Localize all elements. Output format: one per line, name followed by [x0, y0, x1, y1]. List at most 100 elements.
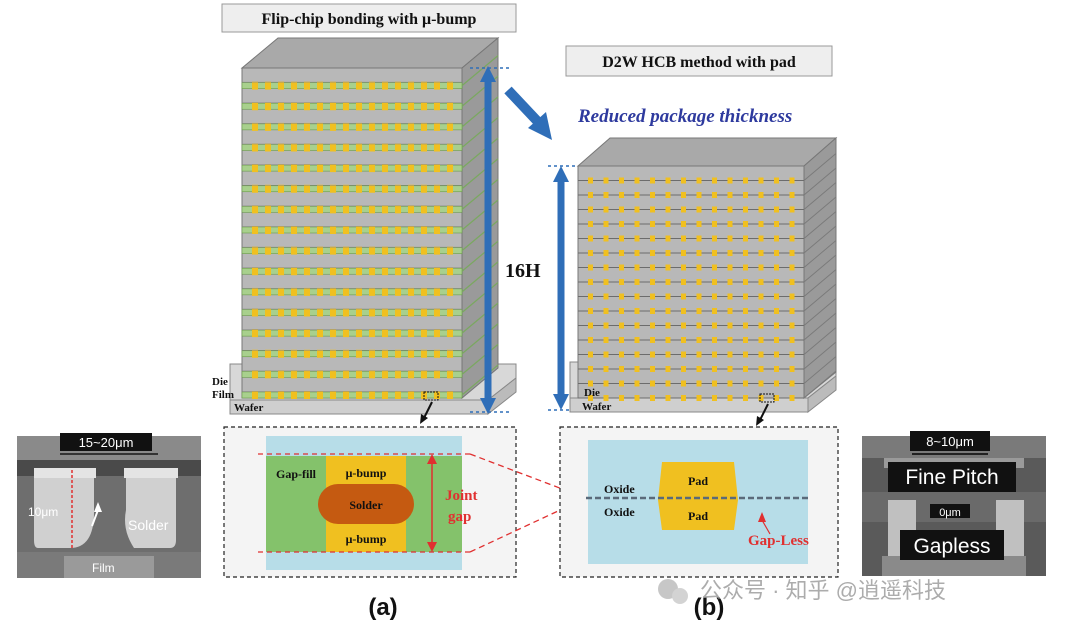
pad — [603, 206, 609, 213]
pad — [588, 351, 593, 358]
stack-left — [229, 36, 517, 416]
pad — [681, 395, 686, 401]
pad — [588, 366, 593, 372]
bump — [421, 246, 427, 255]
pad — [650, 264, 655, 271]
pad — [696, 351, 702, 358]
bump — [330, 164, 336, 173]
pad — [743, 380, 748, 387]
pad — [758, 322, 764, 329]
bump — [343, 226, 349, 234]
bump — [330, 370, 336, 379]
bump — [330, 205, 336, 214]
bump — [304, 370, 310, 379]
pad — [650, 308, 655, 314]
pad — [774, 395, 779, 401]
pad — [665, 322, 671, 329]
bump — [395, 329, 401, 338]
title-box-right: D2W HCB method with pad — [565, 45, 833, 77]
pad — [727, 366, 733, 372]
side-film — [461, 261, 499, 293]
pad — [634, 351, 640, 358]
pad — [696, 337, 702, 343]
bump — [252, 287, 258, 296]
pad — [743, 293, 748, 300]
pad — [619, 322, 624, 329]
pad — [712, 192, 717, 198]
side-film — [461, 282, 499, 313]
pad — [712, 279, 717, 285]
ubump-top-label: μ-bump — [346, 466, 387, 480]
bump — [291, 205, 297, 214]
pad — [789, 279, 795, 285]
pad — [681, 235, 686, 242]
pad — [619, 395, 624, 401]
side-edge — [803, 356, 837, 384]
pad — [712, 337, 717, 343]
bump — [343, 246, 349, 255]
bump — [382, 308, 388, 317]
pad — [789, 177, 795, 184]
bump — [343, 102, 349, 111]
side-film — [461, 55, 499, 87]
pad — [758, 264, 764, 271]
pad — [774, 380, 779, 387]
bump — [369, 102, 375, 111]
bump — [408, 370, 414, 379]
bump — [395, 267, 401, 276]
pad — [789, 337, 795, 343]
label-die-left: Die — [212, 376, 228, 388]
bump — [408, 164, 414, 173]
bump — [395, 370, 401, 379]
pad-bottom-label: Pad — [688, 509, 708, 523]
pad — [727, 221, 733, 227]
micrograph-right — [862, 431, 1046, 576]
pad — [665, 264, 671, 271]
bump — [408, 246, 414, 255]
pad — [789, 366, 795, 372]
bump — [317, 308, 323, 317]
bump — [447, 287, 453, 296]
film-layer — [241, 226, 463, 234]
pad — [603, 293, 609, 300]
bump — [434, 102, 440, 111]
pad — [727, 395, 733, 401]
pad — [665, 250, 671, 256]
bump — [317, 102, 323, 111]
caption-a: (a) — [368, 594, 397, 621]
pad — [588, 235, 593, 242]
bump — [291, 226, 297, 234]
micro-right-pitch: 8~10μm — [926, 434, 974, 449]
bump — [369, 184, 375, 193]
bump — [447, 164, 453, 173]
bump — [369, 226, 375, 234]
bump — [317, 287, 323, 296]
bump — [369, 246, 375, 255]
pad — [758, 221, 764, 227]
bump — [434, 370, 440, 379]
pad — [696, 380, 702, 387]
pad — [712, 308, 717, 314]
pad — [650, 235, 655, 242]
pad — [774, 337, 779, 343]
side-edge — [803, 196, 837, 225]
stack-left-layers — [241, 55, 499, 399]
pad — [603, 337, 609, 343]
bump — [369, 391, 375, 399]
bump — [343, 287, 349, 296]
side-film — [461, 240, 499, 272]
bump — [395, 349, 401, 358]
pad — [712, 380, 717, 387]
pad — [665, 366, 671, 372]
pad — [712, 177, 717, 184]
pad — [650, 395, 655, 401]
pad — [681, 264, 686, 271]
bump — [278, 164, 284, 173]
pad — [789, 206, 795, 213]
bump — [265, 205, 271, 214]
pad — [712, 250, 717, 256]
side-edge — [803, 269, 837, 297]
pad — [665, 206, 671, 213]
pad — [758, 250, 764, 256]
height-arrow-left — [470, 66, 510, 414]
